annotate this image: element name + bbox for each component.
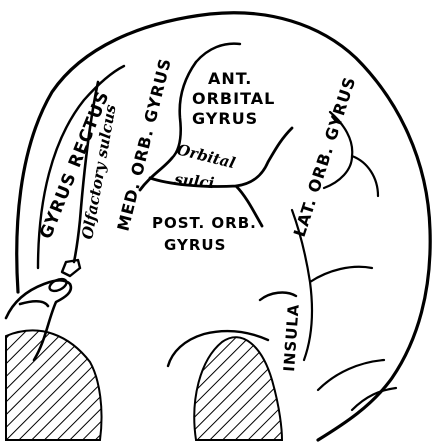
- olfactory-tract: [62, 260, 80, 276]
- cut-surface-left: [6, 330, 102, 440]
- label-lat-orb-gyrus: LAT. ORB. GYRUS: [290, 74, 360, 239]
- label-insula: INSULA: [280, 303, 303, 372]
- label-ant-orbital-1: ANT.: [208, 69, 252, 88]
- cut-surface-center: [194, 337, 282, 440]
- ant-orbital-top-border: [196, 44, 240, 62]
- label-orbital-sulci-1: Orbital: [175, 140, 237, 172]
- label-ant-orbital-2: ORBITAL: [192, 89, 275, 108]
- label-med-orb-gyrus: MED. ORB. GYRUS: [113, 56, 174, 233]
- orbital-sulci: [140, 128, 292, 226]
- label-post-orb-2: GYRUS: [164, 236, 226, 254]
- label-ant-orbital-3: GYRUS: [192, 109, 258, 128]
- olfactory-bulb-end: [48, 277, 69, 294]
- label-post-orb-1: POST. ORB.: [152, 214, 257, 232]
- label-orbital-sulci-2: sulci: [174, 170, 216, 192]
- posterior-fold: [318, 360, 396, 410]
